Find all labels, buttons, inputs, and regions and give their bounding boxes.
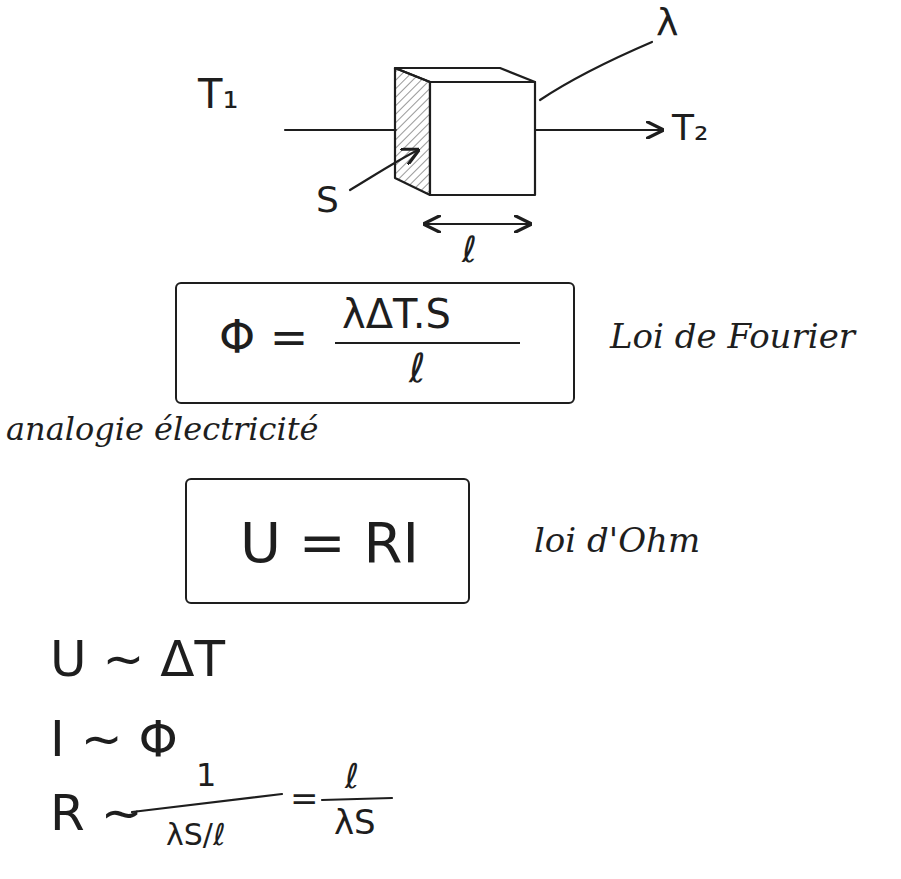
heat-flow-arrow	[535, 129, 662, 131]
formula-box: Φ = λΔT.S ℓ	[175, 282, 575, 404]
formula-text: Φ =	[219, 312, 308, 363]
analogy-line: I ∼ Φ	[50, 712, 178, 767]
fraction-denominator: λS	[334, 804, 376, 841]
formula-text: ℓ	[409, 346, 426, 390]
equals-sign: =	[290, 780, 319, 817]
analogy-line: U ∼ ΔT	[50, 632, 225, 687]
fraction-denominator: λS/ℓ	[166, 818, 225, 851]
analogy-line: R ∼	[50, 786, 143, 841]
leader-line	[350, 150, 418, 190]
section-note: analogie électricité	[6, 412, 318, 447]
leader-line	[540, 42, 652, 100]
cube-side-face	[395, 68, 430, 195]
thickness-label: ℓ	[462, 230, 477, 270]
temperature-label: T₁	[198, 72, 238, 116]
formula-box: U = RI	[185, 478, 470, 604]
fraction-bar	[335, 342, 520, 344]
conductivity-label: λ	[656, 2, 679, 44]
law-name: Loi de Fourier	[610, 318, 855, 355]
fraction-numerator: ℓ	[345, 758, 359, 795]
temperature-label: T₂	[672, 108, 708, 148]
cube-front-face	[430, 82, 535, 195]
formula-text: U = RI	[240, 512, 419, 574]
surface-label: S	[316, 180, 339, 220]
heat-flow-line	[285, 129, 396, 131]
cube-top-face	[395, 68, 535, 82]
dimension-arrow	[425, 223, 530, 225]
law-name: loi d'Ohm	[534, 522, 700, 559]
fraction-numerator: 1	[196, 758, 216, 793]
formula-text: λΔT.S	[342, 292, 451, 336]
fraction-bar	[322, 798, 392, 800]
fraction-bar	[132, 794, 282, 812]
